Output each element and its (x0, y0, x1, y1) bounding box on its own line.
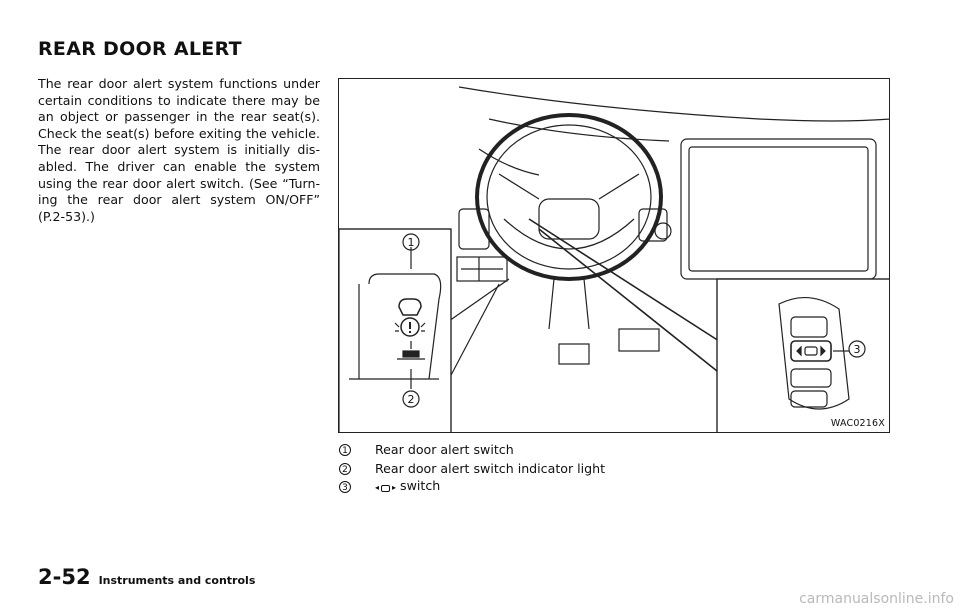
paragraph-line: certain conditions to indicate there may… (38, 92, 320, 108)
steering-wheel-hub (503, 218, 635, 250)
steering-column (548, 278, 590, 330)
legend-item: 2 Rear door alert switch indicator light (339, 460, 605, 479)
left-vent (458, 208, 490, 250)
intro-paragraph: The rear door alert system functions und… (38, 76, 320, 225)
legend-number: 3 (339, 481, 359, 494)
arrow-icon (796, 345, 826, 357)
dash-contour (488, 118, 670, 142)
section-heading: REAR DOOR ALERT (38, 38, 242, 60)
switch-panel-outline (368, 273, 442, 380)
legend-number: 2 (339, 462, 359, 475)
center-display-inner (688, 146, 869, 272)
rear-door-alert-icon (398, 298, 422, 316)
page-number: 2-52 (38, 565, 91, 589)
paragraph-line: an object or passenger in the rear seat(… (38, 109, 320, 125)
paragraph-line: Check the seat(s) before exiting the veh… (38, 125, 320, 141)
steering-wheel-rim (475, 113, 663, 281)
start-button (654, 222, 672, 240)
legend-text: ◂▸switch (375, 477, 440, 498)
footer-section-name: Instruments and controls (98, 574, 256, 587)
steering-switch-button (790, 316, 828, 338)
rear-door-alert-icon (394, 322, 426, 332)
dashboard-drawing: 1 2 3 (339, 86, 889, 432)
steering-switch-panel (778, 296, 850, 410)
legend-number: 1 (339, 444, 359, 457)
dash-switch-panel (456, 256, 508, 282)
callout-2-circle (402, 390, 420, 408)
callout-3-circle (848, 340, 866, 358)
leader-line-left (448, 278, 510, 322)
dashboard-illustration: 1 2 3 WAC0216X (338, 78, 890, 433)
dash-switch-divider (461, 257, 503, 281)
dash-contour (478, 148, 540, 176)
callout-1: 1 (408, 236, 415, 249)
leader-line-right (528, 218, 720, 342)
paragraph-line: (P.2-53).) (38, 208, 95, 224)
switch-panel-edge (349, 284, 439, 380)
watermark: carmanualsonline.info (799, 591, 954, 607)
dash-top-line (458, 86, 889, 122)
callout-2: 2 (408, 393, 415, 406)
accelerator-pedal (558, 343, 590, 365)
paragraph-line: The rear door alert system functions und… (38, 76, 320, 91)
legend-text: Rear door alert switch indicator light (375, 460, 606, 476)
center-vent (638, 208, 668, 242)
legend-item: 3 ◂▸switch (339, 478, 605, 497)
steering-switch-button (790, 390, 828, 408)
display-switch-icon: ◂▸ (375, 483, 397, 492)
paragraph-line: The rear door alert system is initially … (38, 142, 320, 158)
display-icon (804, 346, 818, 356)
steering-switch-button (790, 340, 832, 362)
paragraph-line: ing the rear door alert system ON/OFF” (38, 192, 320, 208)
rear-door-alert-icon (400, 317, 420, 337)
leader-line-right-lower (538, 228, 718, 372)
page-footer: 2-52 Instruments and controls (38, 565, 255, 589)
airbag-cover (538, 198, 600, 240)
indicator-light (402, 350, 420, 358)
legend-item: 1 Rear door alert switch (339, 441, 605, 460)
paragraph-line: abled. The driver can enable the system (38, 158, 320, 174)
steering-switch-button (790, 368, 832, 388)
callout-1-circle (402, 233, 420, 251)
callout-3: 3 (854, 343, 861, 356)
center-display (680, 138, 877, 280)
steering-spokes (498, 173, 640, 200)
leader-line-left-lower (448, 283, 500, 380)
figure-code: WAC0216X (830, 418, 885, 429)
steering-switch-inset (716, 278, 889, 432)
steering-wheel-inner-rim (486, 124, 652, 270)
legend-text: Rear door alert switch (375, 442, 514, 457)
brake-pedal (618, 328, 660, 352)
figure-legend: 1 Rear door alert switch 2 Rear door ale… (339, 441, 605, 497)
paragraph-line: using the rear door alert switch. (See “… (38, 175, 320, 191)
steering-switch-inset-border (716, 278, 889, 432)
